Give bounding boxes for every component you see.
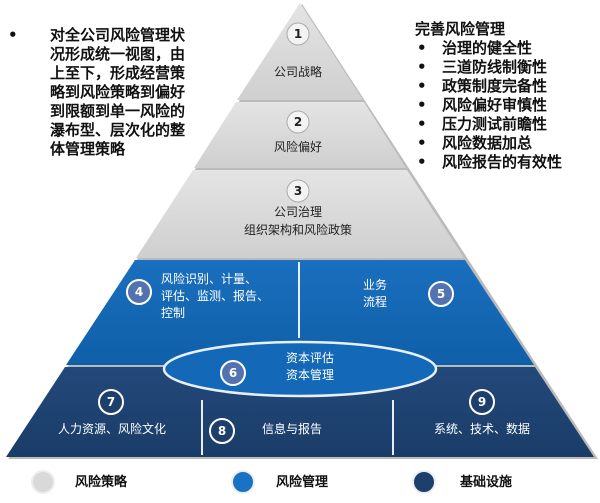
- level-3-label-2: 组织架构和风险政策: [244, 222, 352, 237]
- left-note: • 对全公司风险管理状况形成统一视图，由上至下，形成经营策略到风险策略到偏好到限…: [8, 26, 188, 159]
- list-item: 风险报告的有效性: [415, 153, 600, 172]
- level-7-9-band: [6, 367, 594, 457]
- level-2-band: [194, 102, 406, 168]
- legend-swatch-gray: [31, 470, 55, 494]
- legend-label: 风险管理: [276, 474, 328, 490]
- right-note-title: 完善风险管理: [415, 20, 506, 38]
- list-item: 政策制度完备性: [415, 77, 600, 96]
- level-1-label: 公司战略: [274, 64, 322, 79]
- svg-text:1: 1: [294, 27, 302, 41]
- svg-text:6: 6: [229, 366, 237, 380]
- left-note-text: 对全公司风险管理状况形成统一视图，由上至下，形成经营策略到风险策略到偏好到限额到…: [50, 26, 186, 158]
- badge-2: 2: [286, 110, 310, 134]
- level-8-label: 信息与报告: [262, 421, 322, 436]
- badge-7: 7: [98, 389, 124, 415]
- svg-text:2: 2: [294, 115, 302, 129]
- level-5-label-2: 流程: [363, 294, 387, 309]
- badge-6: 6: [220, 360, 246, 386]
- legend-swatch-navy: [412, 470, 436, 494]
- level-2-label: 风险偏好: [274, 139, 322, 154]
- level-4-label-1: 风险识别、计量、: [161, 271, 257, 286]
- svg-text:3: 3: [294, 184, 302, 198]
- badge-9: 9: [469, 389, 495, 415]
- right-note-list: 治理的健全性 三道防线制衡性 政策制度完备性 风险偏好审慎性 压力测试前瞻性 风…: [415, 39, 600, 172]
- svg-text:4: 4: [135, 285, 143, 299]
- legend-label: 基础设施: [459, 474, 512, 490]
- badge-8: 8: [209, 418, 235, 444]
- level-5-label-1: 业务: [363, 277, 387, 292]
- level-4-label-3: 控制: [161, 306, 185, 320]
- legend-label: 风险策略: [75, 474, 128, 490]
- svg-text:8: 8: [218, 424, 226, 438]
- legend: 风险策略 风险管理 基础设施: [31, 470, 512, 494]
- svg-text:9: 9: [478, 395, 486, 409]
- badge-5: 5: [428, 281, 454, 307]
- svg-text:7: 7: [107, 395, 115, 409]
- right-note: 完善风险管理 治理的健全性 三道防线制衡性 政策制度完备性 风险偏好审慎性 压力…: [415, 20, 600, 172]
- level-9-label: 系统、技术、数据: [434, 421, 530, 436]
- level-7-label: 人力资源、风险文化: [58, 421, 166, 436]
- legend-swatch-blue: [231, 470, 255, 494]
- level-3-label-1: 公司治理: [274, 205, 322, 219]
- level-1-band: [237, 3, 363, 100]
- level-3-band: [136, 170, 464, 258]
- badge-3: 3: [286, 179, 310, 203]
- badge-4: 4: [126, 279, 152, 305]
- list-item: 治理的健全性: [415, 39, 600, 58]
- level-6-label-1: 资本评估: [286, 351, 334, 365]
- list-item: 三道防线制衡性: [415, 58, 600, 77]
- level-4-label-2: 评估、监测、报告、: [161, 288, 269, 303]
- svg-text:5: 5: [437, 287, 445, 301]
- badge-1: 1: [286, 22, 310, 46]
- level-6-label-2: 资本管理: [286, 367, 334, 382]
- list-item: 风险数据加总: [415, 134, 600, 153]
- list-item: 风险偏好审慎性: [415, 96, 600, 115]
- list-item: 压力测试前瞻性: [415, 115, 600, 134]
- bullet: •: [8, 26, 18, 44]
